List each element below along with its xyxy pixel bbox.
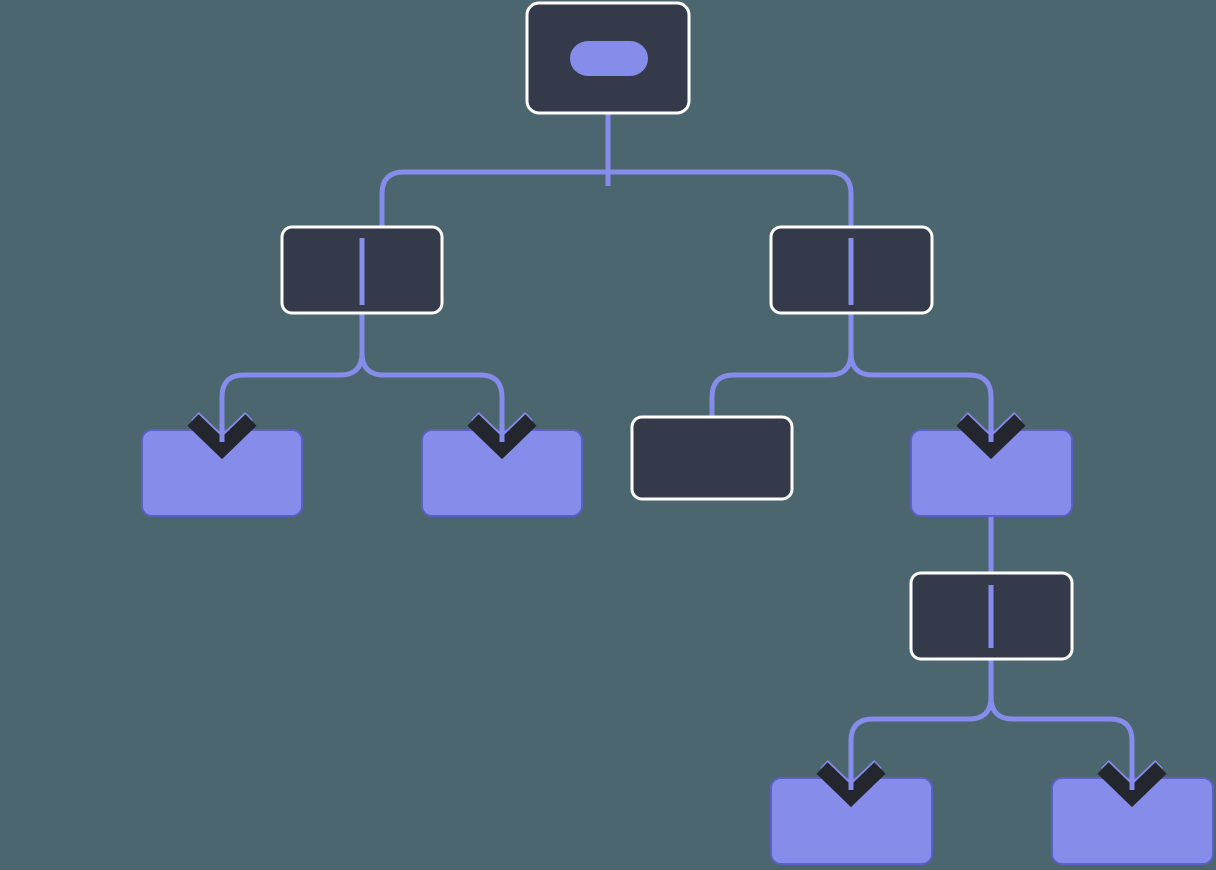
arrowhead-dark-chevron: [467, 414, 537, 460]
dark-leaf-node-body[interactable]: [630, 415, 794, 501]
arrowhead-dark-chevron: [956, 414, 1026, 460]
edge-left-branch-to-leaf-2: [359, 250, 505, 432]
arrowhead-leaf-3: [956, 398, 1026, 460]
arrowhead-dark-chevron: [1097, 762, 1167, 808]
edge-lower-branch-to-leaf-5: [988, 600, 1135, 780]
arrowhead-leaf-5: [1097, 746, 1167, 808]
arrowhead-leaf-1: [187, 398, 257, 460]
arrowhead-dark-chevron: [816, 762, 886, 808]
root-node[interactable]: [525, 1, 691, 115]
arrowhead-leaf-2: [467, 398, 537, 460]
arrowhead-leaf-4: [816, 746, 886, 808]
edge-root-to-left-branch: [379, 169, 608, 313]
dark-leaf-node[interactable]: [630, 415, 794, 501]
root-pill-shape[interactable]: [570, 41, 648, 76]
arrowhead-dark-chevron: [187, 414, 257, 460]
edge-root-to-right-branch: [608, 169, 854, 313]
edge-right-branch-to-leaf-3: [848, 250, 994, 432]
